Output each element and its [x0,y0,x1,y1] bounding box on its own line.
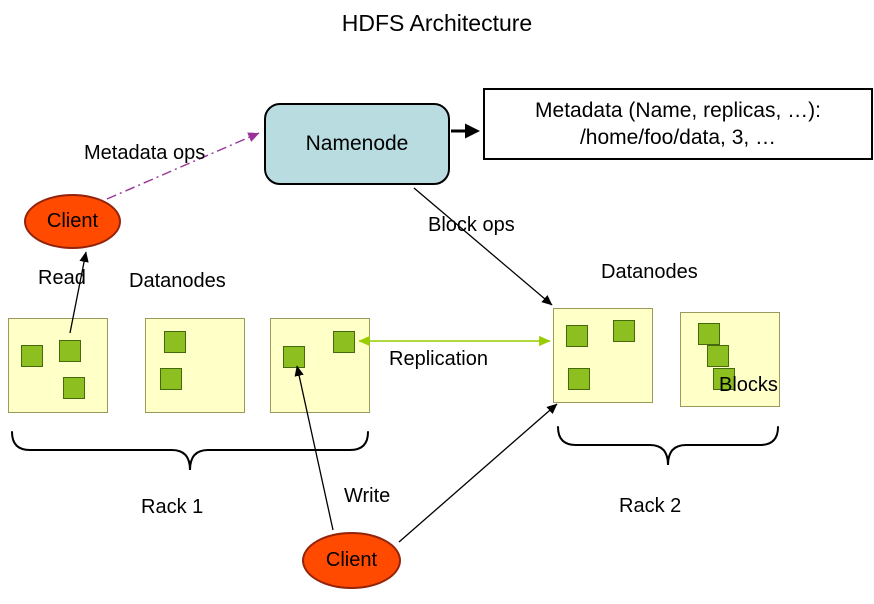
label-write: Write [344,485,391,507]
label-blocks: Blocks [719,374,778,396]
block-ops-arrow [413,187,553,306]
rack2-brace [557,426,779,466]
metadata-line2: /home/foo/data, 3, … [579,126,777,149]
datanode-rack2-2 [680,312,780,407]
block-square [160,368,182,390]
label-rack2: Rack 2 [619,495,682,517]
block-square [283,346,305,368]
block-square [333,331,355,353]
block-square [568,368,590,390]
client-reader-label: Client [46,210,99,232]
diagram-title: HDFS Architecture [341,10,533,36]
block-square [566,325,588,347]
block-square [164,331,186,353]
label-replication: Replication [389,348,488,370]
datanode-rack1-3 [270,318,370,413]
block-square [21,345,43,367]
datanode-rack1-1 [8,318,108,413]
client-reader-ellipse: Client [24,194,121,249]
namenode-label: Namenode [305,132,409,155]
label-read: Read [38,267,86,289]
client-writer-label: Client [325,549,378,571]
write-arrow-rack2 [398,403,558,543]
metadata-box: Metadata (Name, replicas, …): /home/foo/… [483,88,873,160]
rack1-brace [11,431,369,471]
block-square [59,340,81,362]
block-square [698,323,720,345]
datanode-rack1-2 [145,318,245,413]
label-datanodes-rack1: Datanodes [129,270,226,292]
block-square [707,345,729,367]
client-writer-ellipse: Client [302,532,401,589]
metadata-line1: Metadata (Name, replicas, …): [535,98,821,122]
label-rack1: Rack 1 [141,496,204,518]
label-block-ops: Block ops [428,214,515,236]
namenode-box: Namenode [264,103,450,185]
block-square [713,368,735,390]
block-square [63,377,85,399]
label-metadata-ops: Metadata ops [84,142,206,164]
datanode-rack2-1 [553,308,653,403]
block-square [613,320,635,342]
label-datanodes-rack2: Datanodes [601,261,698,283]
